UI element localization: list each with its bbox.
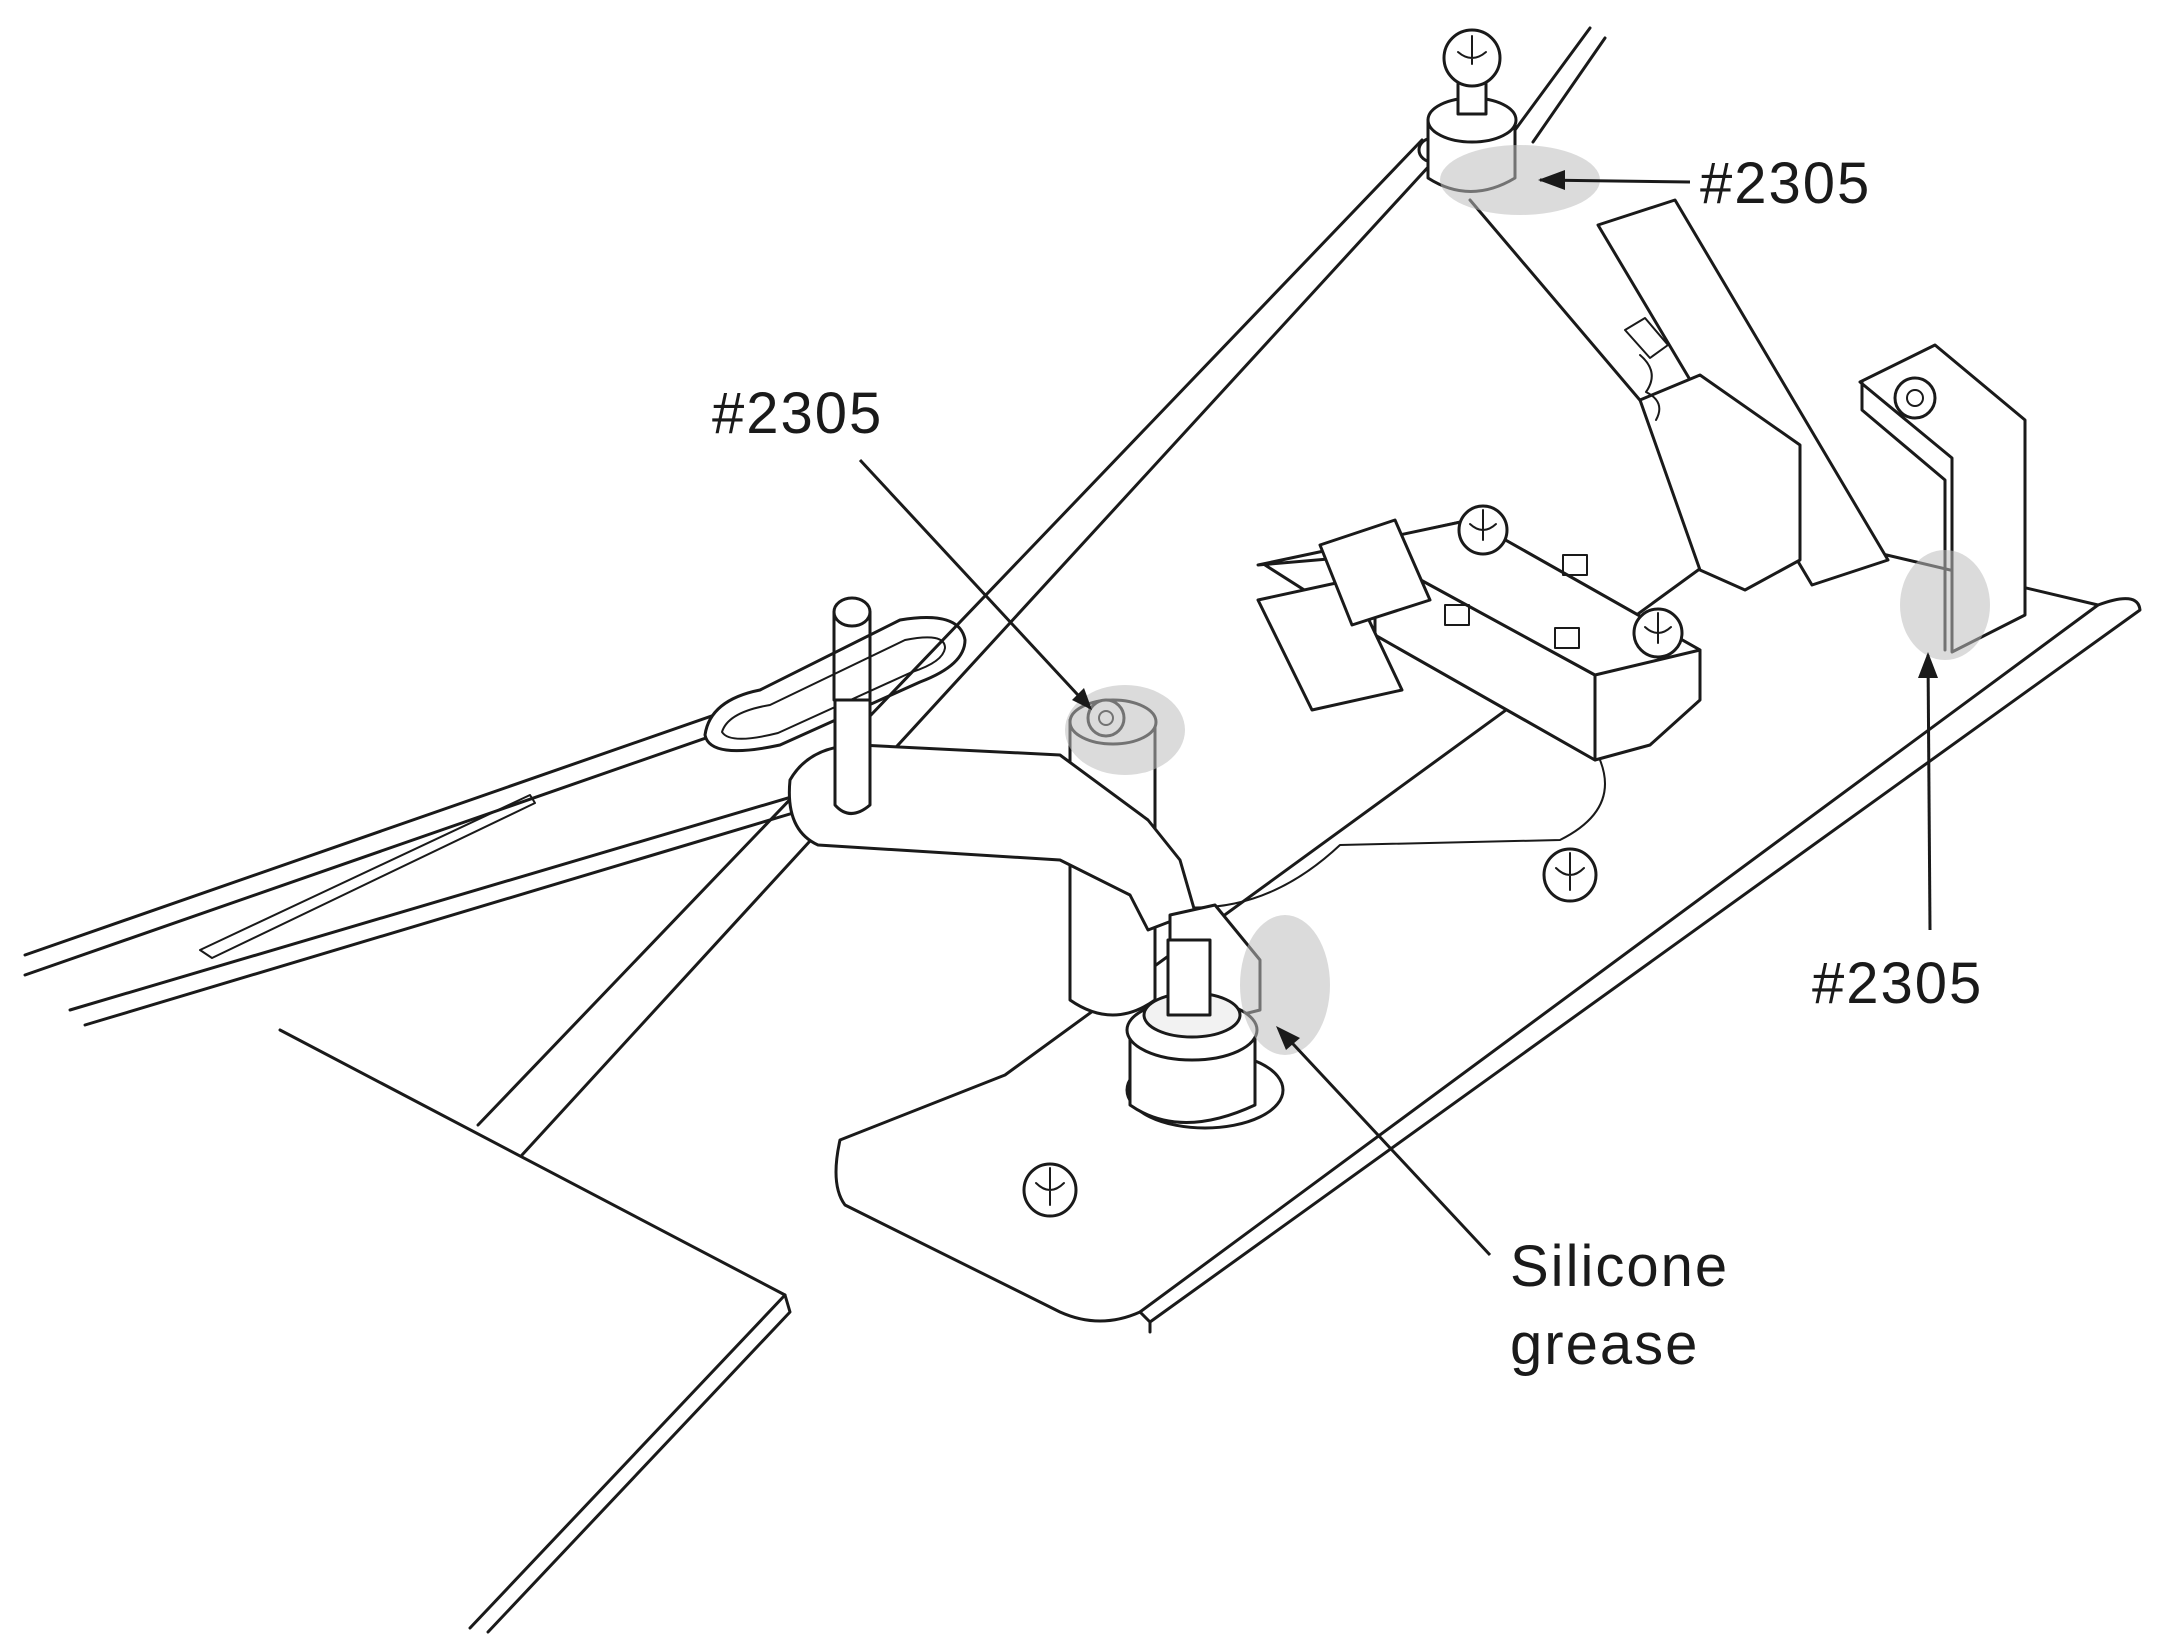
micro-switch xyxy=(1256,504,1702,762)
callout-label-top: #2305 xyxy=(1700,151,1872,216)
lubrication-points xyxy=(1065,145,1990,1055)
callout-label-right: #2305 xyxy=(1812,951,1984,1016)
lower-left-sheet xyxy=(278,1028,792,1634)
grease-label-line2: grease xyxy=(1510,1312,1700,1377)
left-leader-line xyxy=(858,458,1092,710)
upright-bracket xyxy=(1596,198,2027,654)
crank-post-and-lever xyxy=(787,596,1262,1022)
callout-label-grease: Silicone grease xyxy=(1510,1228,1729,1384)
grease-arrowhead xyxy=(1276,1026,1300,1050)
grease-leader-line xyxy=(1278,1028,1492,1257)
callout-label-left: #2305 xyxy=(712,381,884,446)
grease-label-line1: Silicone xyxy=(1510,1234,1730,1299)
base-plate xyxy=(834,523,2142,1334)
right-leader-line xyxy=(1926,654,1932,931)
left-arrowhead xyxy=(1072,688,1092,710)
top-arrowhead xyxy=(1538,170,1565,190)
bottom-bushing xyxy=(1125,938,1285,1130)
callout-leaders xyxy=(858,170,1938,1257)
right-arrowhead xyxy=(1918,652,1938,678)
base-plate-screws xyxy=(1022,847,1598,1218)
